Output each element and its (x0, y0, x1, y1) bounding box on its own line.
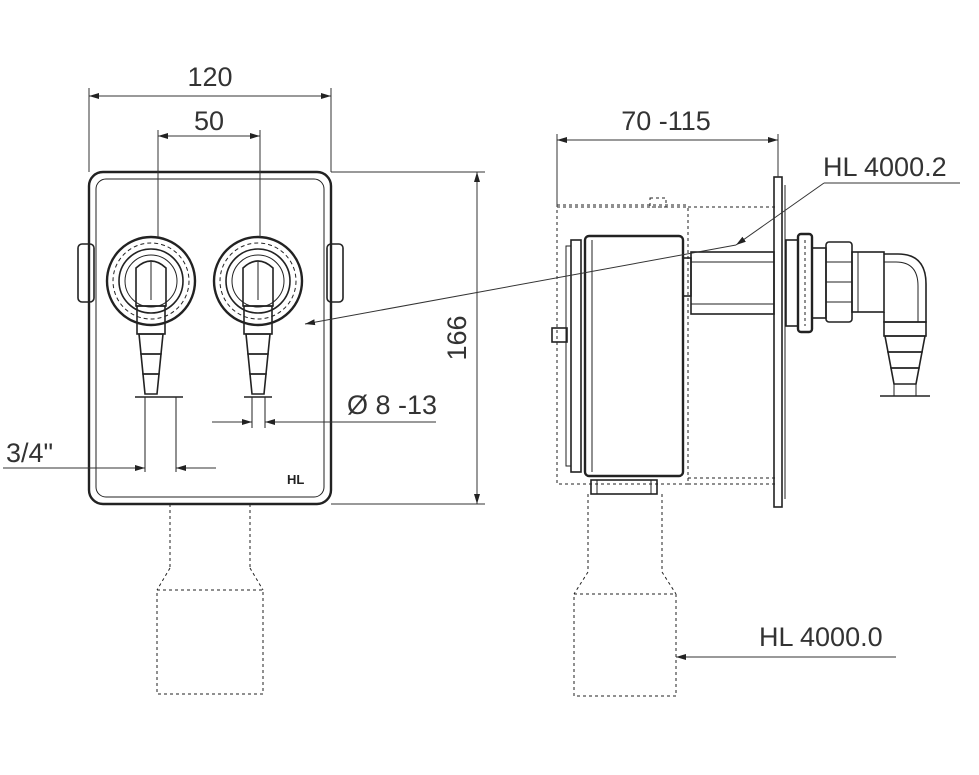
housing-outline (556, 206, 689, 485)
dimension-label-depth: 70 -115 (621, 106, 711, 136)
dimension-label-thread: 3/4" (6, 438, 53, 468)
label-upper-part: HL 4000.2 (304, 152, 960, 326)
right-hose-connector (212, 235, 304, 428)
front-drain-pipe (156, 504, 264, 695)
part-label-lower: HL 4000.0 (759, 622, 883, 652)
siphon-box-body (583, 234, 685, 478)
dimension-installation-depth: 70 -115 (556, 106, 779, 207)
brand-logo: HL (287, 472, 304, 487)
part-label-upper: HL 4000.2 (823, 152, 947, 182)
cover-plate (87, 170, 333, 506)
dimension-overall-height: 166 (331, 171, 485, 505)
connection-tube (690, 251, 775, 315)
dimension-thread-size: 3/4" (3, 438, 216, 471)
side-view: 70 -115 HL 4000.2 HL 4000.0 (304, 106, 960, 697)
dimension-label-width: 120 (187, 62, 232, 92)
side-elbow-fitting (880, 253, 930, 397)
side-drain-pipe (573, 479, 677, 697)
left-mounting-tab (77, 243, 95, 303)
side-connector-nut (785, 232, 885, 334)
dimension-overall-width: 120 (88, 62, 332, 172)
left-hose-connector (105, 235, 197, 472)
dimension-connector-spacing: 50 (157, 106, 261, 237)
dimension-label-spacing: 50 (194, 106, 224, 136)
dimension-hose-diameter: Ø 8 -13 (212, 390, 437, 425)
wall-flange (773, 176, 783, 508)
cover-plate-inner-edge (95, 178, 325, 498)
right-mounting-tab (326, 243, 344, 303)
fixing-clip (551, 327, 568, 343)
dimension-label-height: 166 (442, 315, 472, 360)
dimension-label-diameter: Ø 8 -13 (347, 390, 437, 420)
label-lower-part: HL 4000.0 (676, 622, 896, 660)
front-view: HL 120 50 166 Ø 8 -13 (3, 62, 485, 695)
